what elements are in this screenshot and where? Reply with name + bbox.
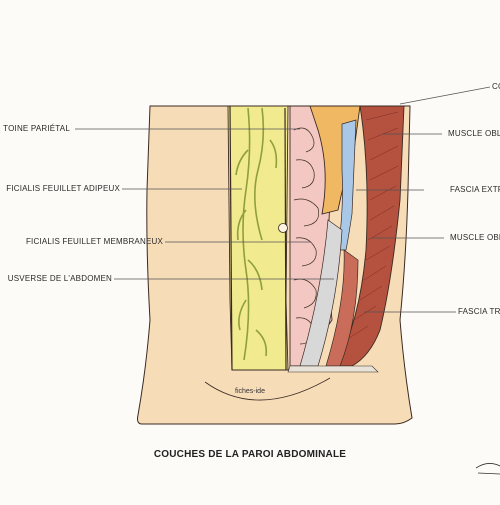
label-fascia-membraneux: FICIALIS FEUILLET MEMBRANEUX [25,237,163,246]
watermark: fiches-ide [235,388,265,395]
adipose-layer [227,105,289,371]
fascia-inner-line [284,107,287,371]
leader-lines [75,86,491,313]
label-oblique-externe: MUSCLE OBL [448,129,500,138]
vessels [235,107,278,361]
label-oblique-interne: MUSCLE OBL [450,233,500,242]
signature [475,463,500,475]
diagram-caption: COUCHES DE LA PAROI ABDOMINALE [153,449,347,460]
label-fascia-externe: FASCIA EXTR [450,185,500,194]
label-transverse: USVERSE DE L'ABDOMEN [7,274,112,283]
pelvic-line [204,377,331,401]
label-peritoine: TOINE PARIÉTAL [3,124,70,133]
membranous-fascia [229,105,233,371]
peritoneum-bottom [287,365,379,373]
fascia-blue [337,119,357,251]
label-fascia-transversalis: FASCIA TRA [458,307,500,316]
label-fascia-adipeux: FICIALIS FEUILLET ADIPEUX [6,184,120,193]
navel-marker [278,223,288,233]
label-cote: CO [492,82,500,91]
